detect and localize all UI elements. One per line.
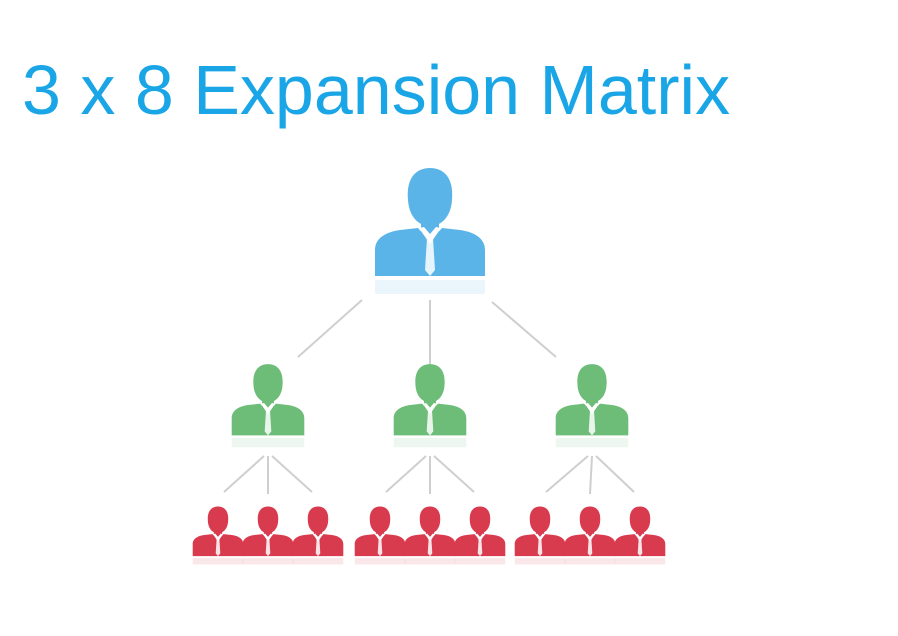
- person-bottom-icon: [564, 506, 616, 565]
- connector-line: [223, 455, 265, 493]
- connector-lines: [223, 299, 635, 495]
- connector-line: [589, 455, 593, 495]
- connector-line: [491, 301, 557, 358]
- person-bottom-icon: [292, 506, 344, 565]
- connector-line: [545, 455, 589, 493]
- connector-line: [385, 455, 427, 493]
- connector-line: [433, 455, 475, 493]
- diagram-title: 3 x 8 Expansion Matrix: [22, 51, 731, 129]
- person-bottom-icon: [242, 506, 294, 565]
- person-top-icon: [375, 168, 485, 294]
- person-bottom-icon: [354, 506, 406, 565]
- people-nodes: [192, 168, 666, 565]
- person-middle-icon: [231, 364, 305, 448]
- person-bottom-icon: [404, 506, 456, 565]
- person-bottom-icon: [454, 506, 506, 565]
- person-bottom-icon: [192, 506, 244, 565]
- connector-line: [595, 455, 635, 493]
- person-middle-icon: [555, 364, 629, 448]
- connector-line: [297, 299, 363, 358]
- person-bottom-icon: [514, 506, 566, 565]
- person-middle-icon: [393, 364, 467, 448]
- person-bottom-icon: [614, 506, 666, 565]
- connector-line: [271, 455, 313, 493]
